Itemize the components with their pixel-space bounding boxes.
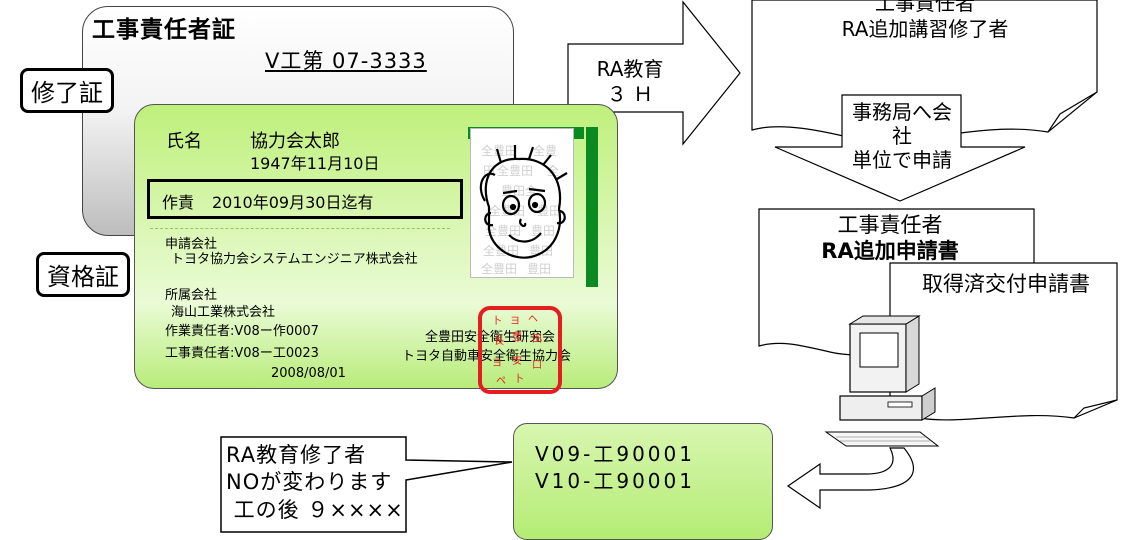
card-divider	[150, 228, 450, 229]
completion-certificate-tag: 修了証	[20, 68, 114, 113]
svg-text:卜: 卜	[492, 315, 502, 327]
face-illustration-icon	[479, 145, 568, 259]
svg-text:豊田全: 豊田全	[501, 183, 537, 198]
acquired-application-label: 取得済交付申請書	[922, 272, 1090, 296]
return-arrow	[786, 447, 914, 510]
submit-label-line3: 単位で申請	[852, 148, 952, 172]
name-label: 氏名	[166, 131, 202, 152]
computer-icon	[824, 315, 940, 447]
validity-label: 作責	[162, 193, 195, 212]
callout-bubble	[220, 436, 513, 533]
official-seal: 卜ヨヘ 長豊田 ヨ安口 ペ卜	[478, 306, 562, 394]
svg-text:ヨ: ヨ	[492, 358, 502, 369]
svg-text:全豊田: 全豊田	[497, 163, 533, 178]
svg-text:ヨ: ヨ	[510, 316, 520, 327]
ra-education-hours: ３ Ｈ	[606, 82, 654, 106]
new-number-2: V10-工90001	[535, 469, 695, 493]
svg-text:田: 田	[532, 334, 542, 345]
svg-text:豊田: 豊田	[531, 224, 555, 238]
certificate-title: 工事責任者証	[92, 17, 236, 43]
svg-text:豊田: 豊田	[527, 262, 551, 276]
issuer-name-2: トヨタ自動車安全衛生協力会	[402, 349, 572, 364]
svg-text:ペ: ペ	[496, 376, 506, 387]
svg-text:卜: 卜	[514, 373, 524, 385]
ra-completion-line1: 工事責任者	[875, 0, 975, 15]
submit-label-line1: 事務局へ会	[852, 100, 952, 124]
ra-education-label: RA教育	[596, 57, 664, 81]
certificate-number: V工第 07-3333	[265, 49, 427, 73]
new-number-card	[513, 423, 773, 540]
svg-text:全豊: 全豊	[533, 143, 557, 158]
worker-responsible-id: 作業責任者:V08ー作0007	[165, 324, 319, 339]
application-line2: RA追加申請書	[821, 239, 959, 263]
validity-date: 2010年09月30日迄有	[212, 193, 374, 212]
submit-label-line2: 社	[892, 124, 912, 148]
validity-box	[147, 179, 463, 219]
holder-photo: 全豊田全豊 田全豊田全 豊田全全豊田豊田 全豊田豊田 全豊田豊田 全豊田豊田	[470, 128, 574, 278]
svg-text:全豊田: 全豊田	[481, 261, 517, 276]
svg-text:全豊田: 全豊田	[485, 223, 521, 238]
svg-text:豊田: 豊田	[529, 244, 553, 258]
svg-text:長: 長	[494, 335, 504, 347]
svg-text:豊: 豊	[512, 330, 522, 343]
applicant-label: 申請会社	[165, 237, 218, 252]
qualification-card-tag: 資格証	[36, 252, 130, 297]
affiliation-company: 海山工業株式会社	[171, 305, 276, 320]
new-number-1: V09-工90001	[535, 442, 695, 466]
callout-line3: 工の後 ９××××	[226, 498, 404, 522]
issuer-name-1: 全豊田安全衛生研究会	[425, 330, 556, 345]
holder-birthdate: 1947年11月10日	[250, 154, 380, 173]
svg-text:全豊田: 全豊田	[481, 143, 517, 158]
callout-line2: NOが変わります	[226, 470, 393, 494]
application-line1: 工事責任者	[837, 213, 943, 237]
issue-date: 2008/08/01	[271, 366, 346, 381]
holder-name: 協力会太郎	[250, 131, 340, 152]
svg-text:ヘ: ヘ	[528, 314, 538, 325]
ra-completion-line2: RA追加講習修了者	[841, 17, 1009, 41]
submit-down-arrow	[774, 94, 1026, 202]
svg-text:安: 安	[512, 354, 522, 367]
applicant-company: トヨタ協力会システムエンジニア株式会社	[171, 252, 418, 267]
callout-line1: RA教育修了者	[226, 443, 367, 467]
svg-text:全: 全	[547, 163, 559, 178]
photo-watermark: 全豊田全豊 田全豊田全 豊田全全豊田豊田 全豊田豊田 全豊田豊田 全豊田豊田	[481, 143, 561, 276]
svg-text:口: 口	[532, 360, 542, 371]
manager-responsible-id: 工事責任者:V08ー工0023	[165, 346, 319, 361]
photo-frame-right	[586, 127, 598, 287]
affiliation-label: 所属会社	[165, 288, 218, 303]
